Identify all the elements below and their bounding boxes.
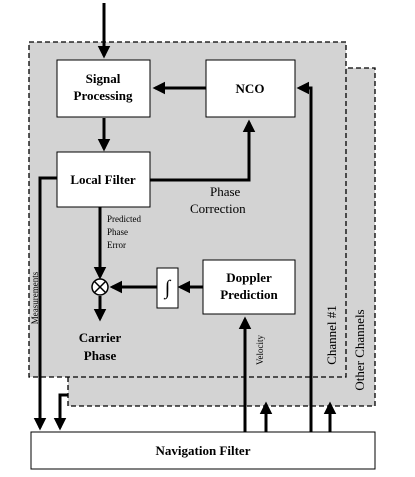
other-channels-label: Other Channels (352, 309, 367, 390)
integrator-symbol: ∫ (163, 277, 172, 300)
signal-processing-block (56, 59, 151, 118)
nco-block (205, 59, 296, 118)
predicted-phase-error-label-line-2: Phase (107, 227, 128, 237)
carrier-phase-label-line-2: Phase (84, 348, 117, 363)
predicted-phase-error-label-line-1: Predicted (107, 214, 141, 224)
navigation-filter-block (30, 431, 376, 470)
doppler-prediction-block (202, 259, 296, 315)
local-filter-label: Local Filter (70, 172, 136, 187)
summing-junction-cross-b (93, 280, 107, 294)
doppler-prediction-label-line-1: Doppler (226, 270, 272, 285)
measurements-label: Measurements (30, 271, 40, 324)
phase-correction-label-line-1: Phase (210, 184, 241, 199)
predicted-phase-error-label-line-3: Error (107, 240, 126, 250)
signal-processing-label-line-1: Signal (86, 71, 121, 86)
integrator-block (156, 267, 179, 309)
other-measurements-line (53, 393, 68, 431)
phase-correction-label-line-2: Correction (190, 201, 246, 216)
measurements-line (33, 176, 57, 431)
signal-flow-lines (33, 3, 337, 432)
signal-processing-label-line-2: Processing (74, 88, 133, 103)
phase-correction-line (150, 119, 256, 182)
doppler-prediction-label-line-2: Prediction (220, 287, 278, 302)
carrier-phase-label-line-1: Carrier (79, 330, 122, 345)
nco-label: NCO (236, 81, 265, 96)
channel-1-label: Channel #1 (324, 305, 339, 365)
velocity-label: Velocity (255, 335, 265, 365)
local-filter-block (56, 151, 151, 208)
navigation-filter-label: Navigation Filter (156, 443, 251, 458)
nav-to-nco-line (296, 81, 313, 432)
